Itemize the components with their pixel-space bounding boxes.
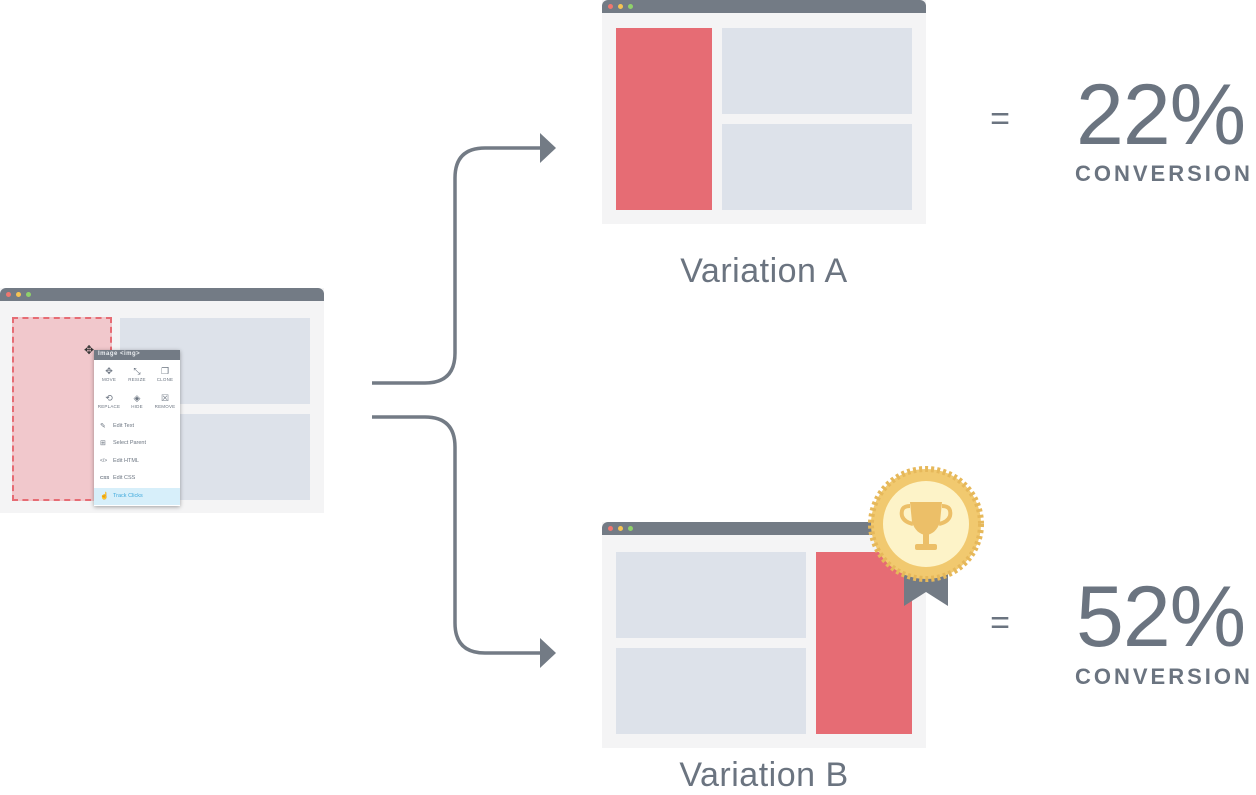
move-tool-button[interactable]: ✥ MOVE [95,366,123,382]
variation-b-equals: = [990,604,1010,642]
replace-tool-button[interactable]: ⟲ REPLACE [95,393,123,409]
image-block-right [816,552,912,734]
remove-icon: ☒ [160,393,170,403]
move-label: MOVE [101,377,117,382]
variation-a-label: Variation A [680,252,848,290]
content-block-top [722,28,912,114]
content-block-bottom [616,648,806,734]
image-block-left [616,28,712,210]
menu-item-select-parent[interactable]: ⊞ Select Parent [94,435,180,452]
hide-label: HIDE [131,404,143,409]
replace-label: REPLACE [97,404,121,409]
move-cursor-icon: ✥ [84,343,95,357]
move-icon: ✥ [105,366,113,376]
resize-tool-button[interactable]: ⤡ RESIZE [123,366,151,382]
close-dot-icon [608,4,613,9]
variation-b-metric: CONVERSION [1075,664,1253,689]
minimize-dot-icon [618,4,623,9]
menu-title: Image <img> [98,351,141,357]
menu-item-edit-text[interactable]: ✎ Edit Text [94,418,180,435]
minimize-dot-icon [618,526,623,531]
remove-label: REMOVE [154,404,176,409]
menu-item-label: Edit Text [113,423,134,429]
hide-icon: ◈ [133,393,141,403]
clone-icon: ❐ [160,366,170,376]
menu-header: Image <img> [94,350,180,360]
css-icon: CSS [100,475,110,480]
clone-label: CLONE [156,377,174,382]
remove-tool-button[interactable]: ☒ REMOVE [151,393,179,409]
winner-badge [868,466,984,606]
variation-b-percent: 52% [1076,569,1246,665]
variation-b-label: Variation B [679,756,849,794]
variation-a-equals: = [990,100,1010,138]
arrowhead-b [540,638,556,668]
menu-item-label: Select Parent [113,440,147,446]
maximize-dot-icon [628,526,633,531]
menu-item-label: Edit CSS [113,475,136,481]
variation-b-window [602,522,926,748]
clone-tool-button[interactable]: ❐ CLONE [151,366,179,382]
arrow-to-variation-b [372,415,545,655]
pointer-icon: ☝ [100,493,109,500]
window-titlebar [602,522,926,535]
resize-label: RESIZE [128,377,146,382]
window-titlebar [602,0,926,13]
content-block-bottom [722,124,912,210]
close-dot-icon [608,526,613,531]
maximize-dot-icon [628,4,633,9]
pencil-icon: ✎ [100,423,106,430]
arrowhead-a [540,133,556,163]
variation-a-metric: CONVERSION [1075,161,1253,186]
window-titlebar [0,288,324,301]
element-context-menu: Image <img> ✥ MOVE ⤡ RESIZE ❐ CLONE ⟲ RE… [94,350,180,506]
content-block-top [616,552,806,638]
minimize-dot-icon [16,292,21,297]
variation-a-window [602,0,926,224]
menu-item-label: Edit HTML [113,458,139,464]
hide-tool-button[interactable]: ◈ HIDE [123,393,151,409]
trophy-icon [899,502,953,550]
menu-item-edit-css[interactable]: CSS Edit CSS [94,470,180,487]
menu-item-edit-html[interactable]: </> Edit HTML [94,453,180,470]
code-icon: </> [100,458,108,464]
variation-a-percent: 22% [1076,67,1246,163]
replace-icon: ⟲ [105,393,113,403]
parent-icon: ⊞ [100,440,106,447]
arrow-to-variation-a [372,146,545,385]
menu-item-label: Track Clicks [113,493,143,499]
close-dot-icon [6,292,11,297]
resize-icon: ⤡ [133,366,141,376]
maximize-dot-icon [26,292,31,297]
menu-item-track-clicks[interactable]: ☝ Track Clicks [94,488,180,505]
